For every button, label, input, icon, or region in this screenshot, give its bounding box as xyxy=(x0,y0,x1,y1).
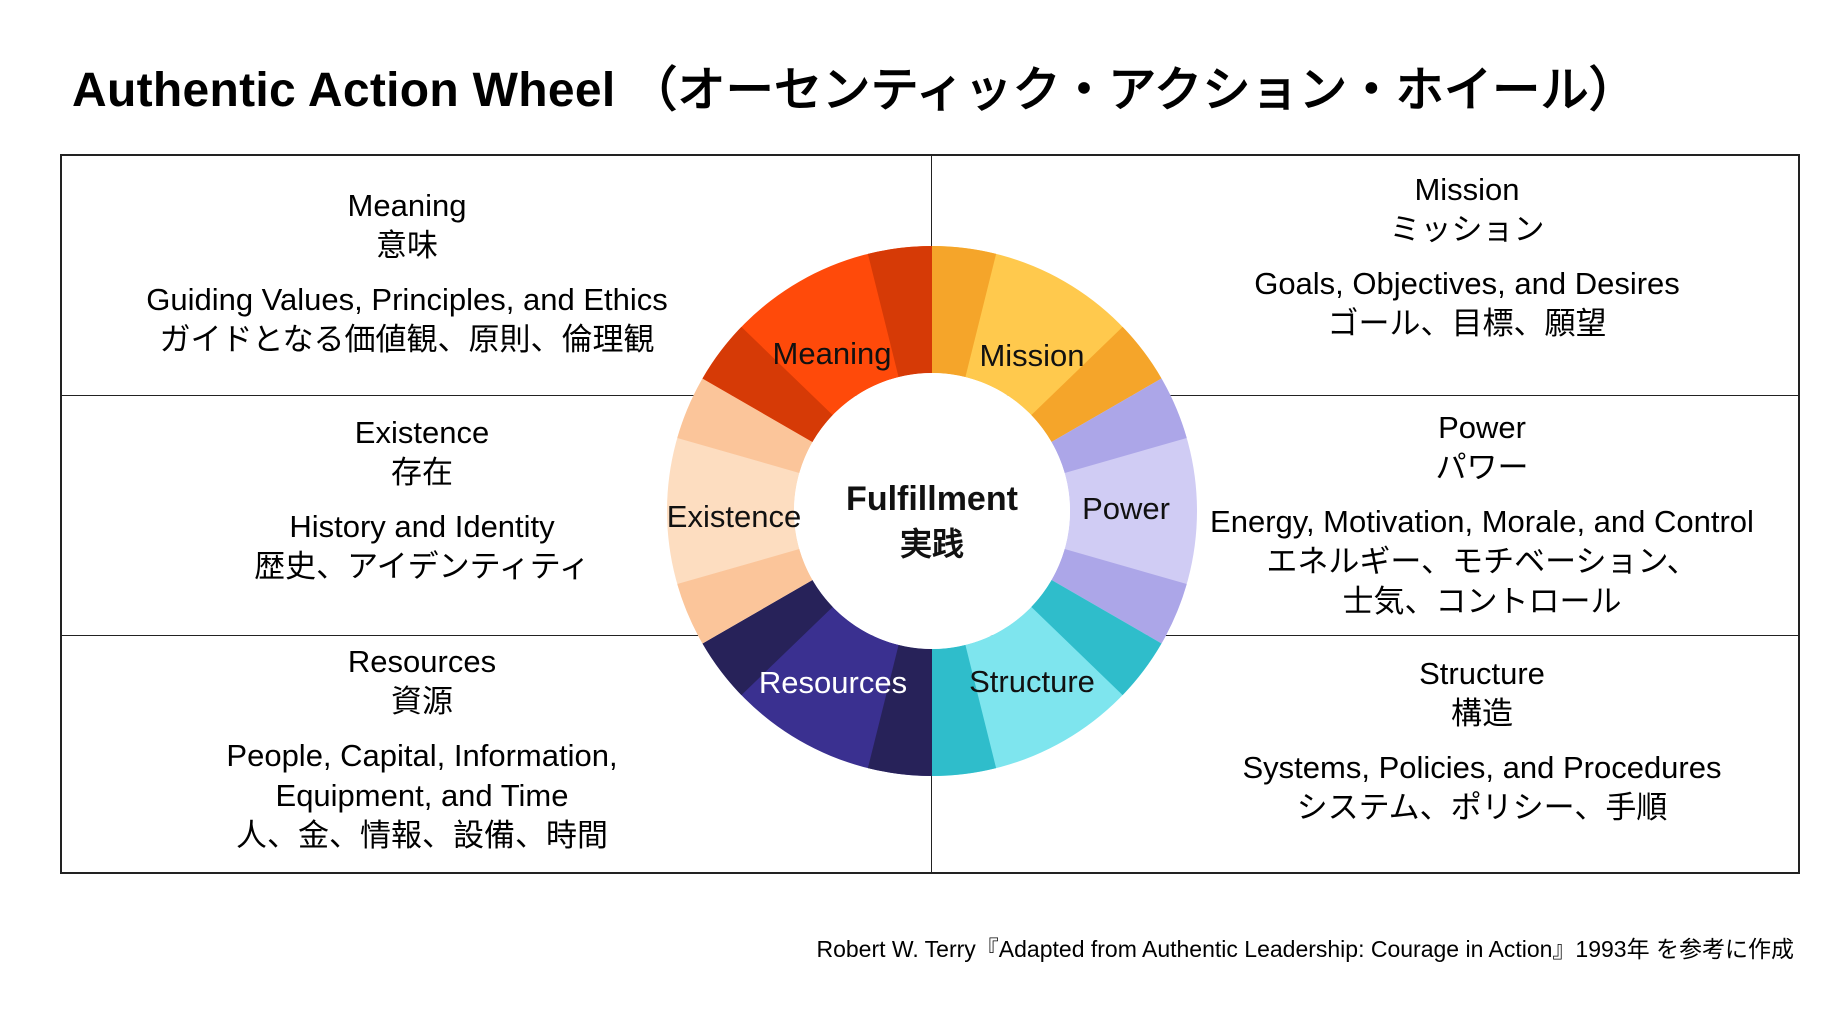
resources-desc-en-2: Equipment, and Time xyxy=(275,778,569,813)
wheel-label-meaning: Meaning xyxy=(773,336,892,371)
resources-title-jp: 資源 xyxy=(391,684,453,719)
resources-desc-jp: 人、金、情報、設備、時間 xyxy=(236,818,608,853)
wheel-segment-power-end-band xyxy=(1051,549,1187,644)
page-title: Authentic Action Wheel （オーセンティック・アクション・ホ… xyxy=(72,64,1638,117)
existence-title-jp: 存在 xyxy=(391,455,453,490)
wheel-segment-mission-start-band xyxy=(932,246,997,378)
existence-desc-jp: 歴史、アイデンティティ xyxy=(254,549,590,584)
cell-meaning: Meaning 意味 Guiding Values, Principles, a… xyxy=(82,186,732,360)
center-label-jp: 実践 xyxy=(900,525,964,563)
wheel-segment-structure-end-band xyxy=(932,644,997,776)
meaning-desc-en: Guiding Values, Principles, and Ethics xyxy=(146,282,668,317)
resources-title: Resources xyxy=(347,644,497,679)
power-desc-jp-1: エネルギー、モチベーション、 xyxy=(1266,544,1698,579)
source-citation: Robert W. Terry『Adapted from Authentic L… xyxy=(816,936,1794,962)
wheel-label-structure: Structure xyxy=(969,664,1095,699)
power-title-jp: パワー xyxy=(1435,450,1529,485)
mission-desc-en: Goals, Objectives, and Desires xyxy=(1254,266,1680,301)
cell-resources: Resources 資源 People, Capital, Informatio… xyxy=(122,642,722,856)
wheel-segment-resources-start-band xyxy=(867,644,932,776)
wheel-label-existence: Existence xyxy=(667,499,801,534)
wheel-label-mission: Mission xyxy=(979,338,1084,373)
mission-title-jp: ミッション xyxy=(1389,212,1545,247)
structure-title-jp: 構造 xyxy=(1451,696,1513,731)
meaning-title: Meaning xyxy=(347,188,467,223)
wheel-segment-meaning-end-band xyxy=(867,246,932,378)
resources-desc-en-1: People, Capital, Information, xyxy=(226,738,618,773)
wheel-segment-meaning-start-band xyxy=(702,326,833,442)
power-title: Power xyxy=(1438,410,1526,445)
mission-title: Mission xyxy=(1414,172,1520,207)
wheel-segments xyxy=(667,246,1197,776)
wheel-segment-power-start-band xyxy=(1051,378,1187,473)
power-desc-jp-2: 士気、コントロール xyxy=(1342,584,1622,619)
structure-desc-jp: システム、ポリシー、手順 xyxy=(1296,790,1668,825)
cell-power: Power パワー Energy, Motivation, Morale, an… xyxy=(1202,408,1762,622)
wheel-label-resources: Resources xyxy=(759,665,907,700)
wheel-segment-structure-start-band xyxy=(1031,580,1162,696)
wheel-segment-existence-start-band xyxy=(677,549,813,644)
power-desc-en: Energy, Motivation, Morale, and Control xyxy=(1210,504,1754,539)
meaning-desc-jp: ガイドとなる価値観、原則、倫理観 xyxy=(159,322,655,357)
existence-desc-en: History and Identity xyxy=(289,509,555,544)
center-label-en: Fulfillment xyxy=(846,480,1018,518)
structure-desc-en: Systems, Policies, and Procedures xyxy=(1242,750,1722,785)
wheel-segment-resources-end-band xyxy=(702,580,833,696)
wheel-center-circle xyxy=(794,373,1070,649)
cell-existence: Existence 存在 History and Identity 歴史、アイデ… xyxy=(122,413,722,587)
wheel-segment-mission-end-band xyxy=(1031,326,1162,442)
structure-title: Structure xyxy=(1419,656,1545,691)
meaning-title-jp: 意味 xyxy=(376,228,438,263)
cell-mission: Mission ミッション Goals, Objectives, and Des… xyxy=(1197,170,1737,344)
cell-structure: Structure 構造 Systems, Policies, and Proc… xyxy=(1202,654,1762,828)
mission-desc-jp: ゴール、目標、願望 xyxy=(1327,306,1607,341)
wheel-segment-existence-end-band xyxy=(677,378,813,473)
wheel-label-power: Power xyxy=(1082,491,1170,526)
existence-title: Existence xyxy=(354,415,490,450)
